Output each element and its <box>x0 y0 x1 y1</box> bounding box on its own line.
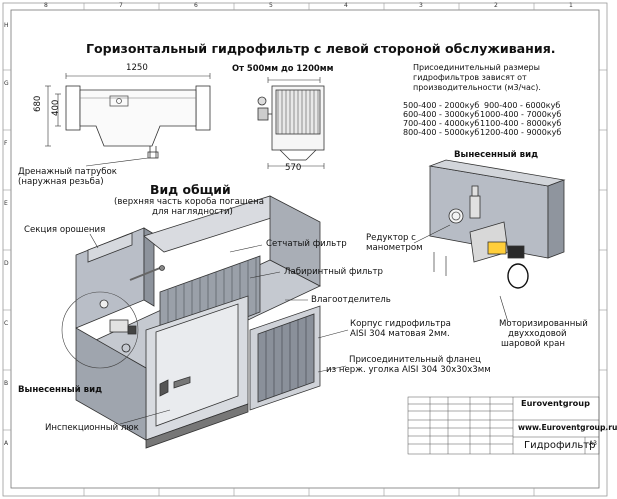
size-right-1: 1000-400 - 7000куб <box>480 110 562 119</box>
dimension-400: 400 <box>51 99 61 116</box>
border-letter-h: H <box>4 22 9 29</box>
detail-view-right-label: Вынесенный вид <box>454 150 539 160</box>
size-right-0: 900-400 - 6000куб <box>484 101 561 110</box>
title-block-company: Euroventgroup <box>521 398 590 408</box>
title-block-drawing-name: Гидрофильтр <box>524 440 596 451</box>
border-letter-d: D <box>4 260 9 267</box>
drawing-title: Горизонтальный гидрофильтр с левой сторо… <box>86 41 556 56</box>
border-letter-b: B <box>4 380 9 387</box>
detail-view-left-label: Вынесенный вид <box>18 385 103 395</box>
border-number-7: 7 <box>119 2 123 9</box>
title-block <box>407 396 600 455</box>
dimension-680: 680 <box>33 95 43 112</box>
title-block-website: www.Euroventgroup.ru <box>518 423 617 432</box>
callout-body-2: AISI 304 матовая 2мм. <box>350 329 450 339</box>
dimension-range: От 500мм до 1200мм <box>232 63 334 73</box>
border-letter-e: E <box>4 200 8 207</box>
size-left-2: 700-400 - 4000куб <box>403 119 480 128</box>
callout-reducer-2: манометром <box>366 243 423 253</box>
size-right-3: 1200-400 - 9000куб <box>480 128 562 137</box>
dimension-570: 570 <box>285 163 302 173</box>
size-right-2: 1100-400 - 8000куб <box>480 119 562 128</box>
border-number-6: 6 <box>194 2 198 9</box>
callout-irrigation: Секция орошения <box>24 225 106 235</box>
general-view-title: Вид общий <box>150 182 231 197</box>
callout-valve-3: шаровой кран <box>501 339 566 349</box>
callout-flange-1: Присоединительный фланец <box>349 355 481 365</box>
side-view-drawing <box>45 73 211 159</box>
isometric-view-drawing <box>61 195 321 449</box>
border-number-5: 5 <box>269 2 273 9</box>
detail-view-drawing <box>428 159 566 289</box>
callout-flange-2: из нерж. уголка AISI 304 30х30х3мм <box>326 365 491 375</box>
front-view-drawing <box>257 77 325 169</box>
border-letter-f: F <box>4 140 8 147</box>
border-number-4: 4 <box>344 2 348 9</box>
size-note-line-3: производительности (м3/час). <box>413 83 541 92</box>
border-number-3: 3 <box>419 2 423 9</box>
callout-body-1: Корпус гидрофильтра <box>350 319 451 329</box>
callout-inspection: Инспекционный люк <box>45 423 139 433</box>
callout-valve-2: двухходовой <box>508 329 567 339</box>
callout-reducer-1: Редуктор с <box>366 233 416 243</box>
callout-valve-1: Моторизированный <box>499 319 588 329</box>
drain-label-line-1: Дренажный патрубок <box>18 167 117 177</box>
border-letter-a: A <box>4 440 9 447</box>
border-number-8: 8 <box>44 2 48 9</box>
dimension-1250: 1250 <box>126 63 148 73</box>
border-letter-g: G <box>4 80 9 87</box>
drain-label-line-2: (наружная резьба) <box>18 177 104 187</box>
size-note-line-1: Присоединительный размеры <box>413 63 540 72</box>
general-view-subtitle-2: для наглядности) <box>152 207 233 217</box>
callout-labyrinth-filter: Лабиринтный фильтр <box>284 267 383 277</box>
border-number-1: 1 <box>569 2 573 9</box>
size-left-3: 800-400 - 5000куб <box>403 128 480 137</box>
size-left-1: 600-400 - 3000куб <box>403 110 480 119</box>
title-block-sheet-format: A3 <box>589 440 597 447</box>
callout-separator: Влагоотделитель <box>311 295 391 305</box>
size-note-line-2: гидрофильтров зависят от <box>413 73 527 82</box>
size-left-0: 500-400 - 2000куб <box>403 101 480 110</box>
border-letter-c: C <box>4 320 9 327</box>
callout-mesh-filter: Сетчатый фильтр <box>266 239 347 249</box>
general-view-subtitle-1: (верхняя часть короба погашена <box>114 197 264 207</box>
border-number-2: 2 <box>494 2 498 9</box>
